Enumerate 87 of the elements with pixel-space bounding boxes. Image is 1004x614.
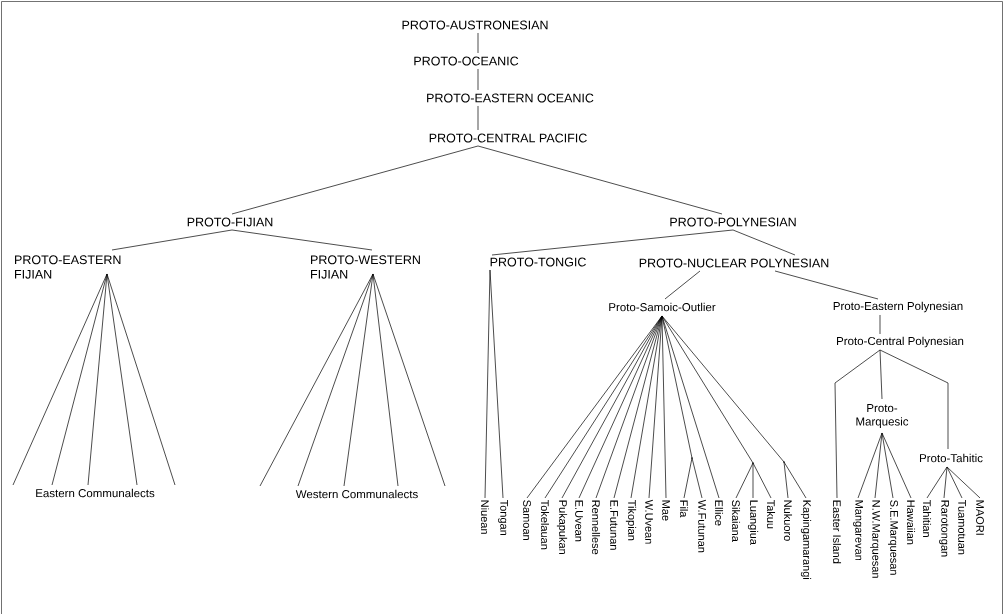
proto-language-label: Proto-Samoic-Outlier [609,302,716,312]
language-label: Fila [679,500,689,518]
language-label: Rennellese [591,500,601,555]
branch-line [752,462,772,499]
proto-language-label: Proto-Central Polynesian [837,336,964,348]
branch-line [946,466,981,499]
branch-line [691,457,703,499]
language-label: E.Uvean [575,500,583,542]
language-label: Tokelauan [540,499,550,550]
proto-language-label: Proto-Eastern Polynesian [833,301,963,313]
branch-line [752,462,754,499]
branch-line [774,270,879,300]
proto-language-label: PROTO-CENTRAL PACIFIC [429,133,587,143]
branch-line [489,269,504,499]
branch-line [879,349,883,400]
branch-line [106,273,176,486]
branch-line [857,432,883,499]
branch-line [881,432,912,499]
language-label: Tuamotuan [958,499,966,555]
branch-line [683,457,693,499]
proto-language-label: PROTO-FIJIAN [187,217,273,227]
branch-line [834,349,881,499]
proto-language-label: Proto-Tahitic [920,453,983,463]
group-label: Eastern Communalects [36,488,155,498]
branch-line [595,315,663,499]
branch-line [661,315,667,499]
proto-language-label: PROTO-EASTERN FIJIAN [15,255,121,279]
language-label: MAORI [976,500,984,535]
language-label: Niuean [480,500,490,534]
proto-language-label: PROTO-EASTERN OCEANIC [427,93,594,103]
branch-line [879,349,949,450]
language-label: Pukapukan [556,500,568,554]
proto-language-label: PROTO-POLYNESIAN [670,217,796,227]
language-label: Takuu [766,499,776,529]
language-label: Ellice [714,500,724,526]
branch-line [661,315,785,463]
language-label: Mae [662,500,670,521]
branch-line [477,68,479,91]
branch-line [926,466,948,499]
branch-line [231,229,373,251]
branch-line [735,462,754,499]
proto-language-label: PROTO-AUSTRONESIAN [402,20,548,30]
language-label: Luangiua [747,500,759,545]
branch-line [297,273,374,487]
branch-line [732,229,796,256]
language-label: Nukuoro [783,500,793,541]
language-label: Tikopian [625,499,637,541]
language-label: W.Uvean [645,499,653,544]
language-label: Samoan [523,500,531,540]
branch-line [343,273,374,487]
language-label: W.Futunan [698,499,706,553]
group-label: Western Communalects [295,489,418,499]
language-label: Easter Island [832,500,842,564]
branch-line [477,105,479,131]
language-label: S.E.Marquesan [888,500,898,575]
branch-line [477,145,723,215]
branch-line [783,461,807,499]
branch-line [87,273,108,486]
branch-line [372,273,446,487]
language-label: Hawaiian [906,500,916,545]
language-label: Mangarevan [853,500,863,561]
branch-line [946,466,963,499]
branch-line [664,270,701,300]
language-label: Kapingamarangi [800,500,812,580]
branch-line [259,273,374,487]
branch-line [879,314,881,335]
branch-line [12,273,108,486]
language-label: Tongan [498,499,508,536]
language-label: Tahitian [922,499,932,537]
language-label: Rarotongan [939,500,949,557]
branch-line [231,145,479,215]
proto-language-label: PROTO-OCEANIC [414,56,519,66]
branch-line [491,229,734,256]
branch-line [783,461,789,499]
proto-language-label: PROTO-TONGIC [490,257,586,267]
branch-line [661,315,720,499]
branch-line [874,432,883,499]
branch-line [477,32,479,54]
proto-language-label: PROTO-WESTERN FIJIAN [311,255,420,279]
branch-line [111,229,233,251]
proto-language-label: Proto-Marquesic [856,404,909,428]
language-label: E.Futunan [610,500,618,550]
branch-line [881,432,894,499]
language-label: Sikaiana [731,500,741,542]
proto-language-label: PROTO-NUCLEAR POLYNESIAN [639,258,829,268]
language-label: N.W.Marquesan [870,500,880,578]
branch-line [943,466,948,499]
